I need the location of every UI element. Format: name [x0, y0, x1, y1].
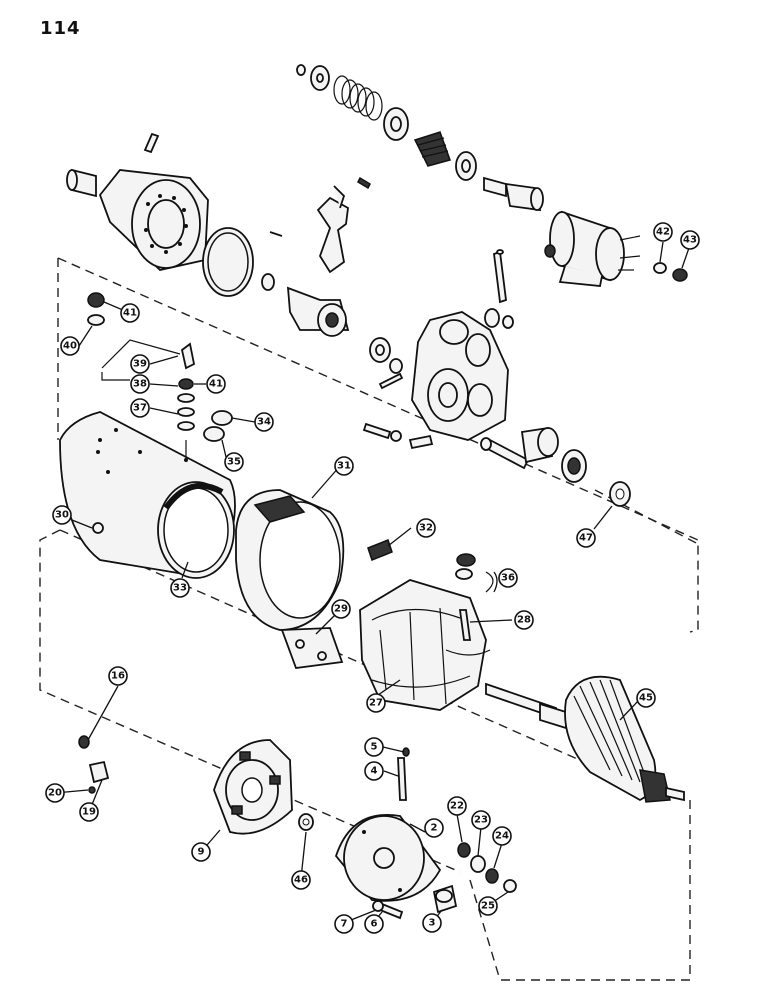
callout-4: 4 — [364, 761, 384, 781]
svg-text:20: 20 — [48, 788, 62, 799]
callout-37: 37 — [130, 398, 150, 418]
svg-text:33: 33 — [173, 583, 187, 594]
svg-text:34: 34 — [257, 417, 271, 428]
callout-43: 43 — [680, 230, 700, 250]
svg-text:5: 5 — [371, 742, 378, 753]
callout-3: 3 — [422, 913, 442, 933]
callout-47: 47 — [576, 528, 596, 548]
svg-text:22: 22 — [450, 801, 464, 812]
callout-32: 32 — [416, 518, 436, 538]
callout-39: 39 — [130, 354, 150, 374]
terminal-hardware — [87, 292, 233, 534]
svg-text:4: 4 — [371, 766, 378, 777]
svg-text:28: 28 — [517, 615, 531, 626]
svg-text:42: 42 — [656, 227, 670, 238]
svg-text:27: 27 — [369, 698, 383, 709]
svg-text:30: 30 — [55, 510, 69, 521]
svg-text:31: 31 — [337, 461, 351, 472]
callout-35: 35 — [224, 452, 244, 472]
svg-text:35: 35 — [227, 457, 241, 468]
svg-text:19: 19 — [82, 807, 96, 818]
callout-6: 6 — [364, 914, 384, 934]
svg-text:29: 29 — [334, 604, 348, 615]
callout-41-mid: 41 — [206, 374, 226, 394]
callout-bubbles: 41 40 39 38 37 41 34 35 30 33 31 32 36 2… — [45, 222, 700, 934]
svg-text:24: 24 — [495, 831, 509, 842]
callout-7: 7 — [334, 914, 354, 934]
callout-19: 19 — [79, 802, 99, 822]
callout-40: 40 — [60, 336, 80, 356]
svg-text:38: 38 — [133, 379, 147, 390]
solenoid-parts — [296, 64, 641, 287]
svg-text:23: 23 — [474, 815, 488, 826]
callout-33: 33 — [170, 578, 190, 598]
svg-text:40: 40 — [63, 341, 77, 352]
svg-text:45: 45 — [639, 693, 653, 704]
callout-22: 22 — [447, 796, 467, 816]
misc-washers — [485, 262, 688, 593]
svg-text:2: 2 — [431, 823, 438, 834]
svg-text:39: 39 — [133, 359, 147, 370]
callout-9: 9 — [191, 842, 211, 862]
svg-text:37: 37 — [133, 403, 147, 414]
frame-field-assembly — [59, 411, 491, 711]
page-number: 114 — [40, 18, 81, 39]
svg-text:47: 47 — [579, 533, 593, 544]
svg-text:41: 41 — [123, 308, 137, 319]
callout-23: 23 — [471, 810, 491, 830]
callout-30: 30 — [52, 505, 72, 525]
svg-text:9: 9 — [198, 847, 205, 858]
callout-28: 28 — [514, 610, 534, 630]
callout-25: 25 — [478, 896, 498, 916]
svg-text:6: 6 — [371, 919, 378, 930]
svg-text:7: 7 — [341, 919, 348, 930]
callout-46: 46 — [291, 870, 311, 890]
callout-31: 31 — [334, 456, 354, 476]
callout-38: 38 — [130, 374, 150, 394]
svg-text:3: 3 — [429, 918, 436, 929]
svg-text:32: 32 — [419, 523, 433, 534]
callout-41-top: 41 — [120, 303, 140, 323]
brush-end-assembly — [78, 735, 517, 920]
callout-24: 24 — [492, 826, 512, 846]
callout-27: 27 — [366, 693, 386, 713]
svg-text:41: 41 — [209, 379, 223, 390]
svg-text:36: 36 — [501, 573, 515, 584]
callout-20: 20 — [45, 783, 65, 803]
callout-36: 36 — [498, 568, 518, 588]
svg-text:46: 46 — [294, 875, 308, 886]
svg-text:43: 43 — [683, 235, 697, 246]
drive-housing-parts — [66, 132, 371, 337]
callout-2: 2 — [424, 818, 444, 838]
callout-5: 5 — [364, 737, 384, 757]
svg-text:25: 25 — [481, 901, 495, 912]
armature — [485, 675, 685, 803]
callout-16: 16 — [108, 666, 128, 686]
callout-45: 45 — [636, 688, 656, 708]
center-housing-parts — [362, 249, 587, 483]
callout-34: 34 — [254, 412, 274, 432]
callout-42: 42 — [653, 222, 673, 242]
svg-text:16: 16 — [111, 671, 125, 682]
callout-29: 29 — [331, 599, 351, 619]
